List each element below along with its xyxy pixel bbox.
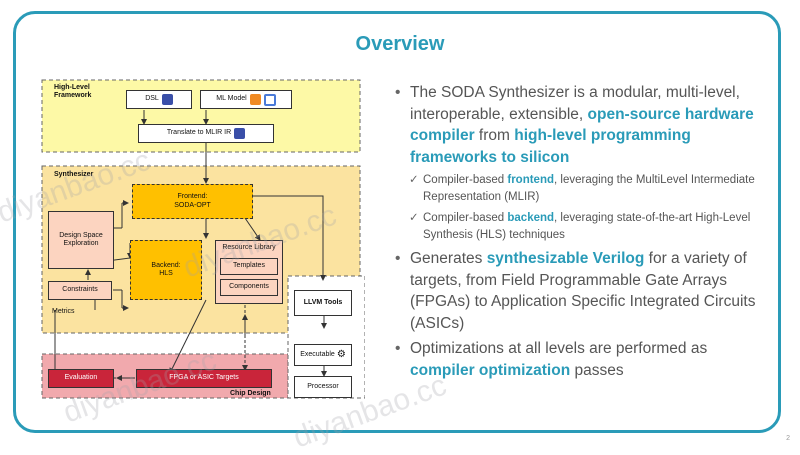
constraints-label: Constraints: [62, 286, 98, 294]
dse-subtitle: Exploration: [63, 240, 99, 247]
sub-bullet-2: ✓ Compiler-based backend, leveraging sta…: [395, 210, 775, 243]
sub-bullet-1-highlight: frontend: [507, 174, 555, 186]
sub-bullet-1-text-a: Compiler-based: [423, 174, 508, 186]
evaluation-label: Evaluation: [64, 374, 98, 382]
ml-model-label: ML Model: [216, 95, 247, 103]
check-icon: ✓: [409, 212, 419, 224]
frontend-title: Frontend:: [177, 193, 208, 201]
templates-label: Templates: [233, 262, 265, 270]
bullet-1-text-b: from: [474, 127, 515, 144]
evaluation-box: Evaluation: [48, 369, 114, 388]
sub-bullet-2-text-a: Compiler-based: [423, 212, 508, 224]
backend-box: Backend: HLS: [130, 240, 202, 300]
executable-label: Executable: [300, 350, 335, 358]
bullet-3-text-b: passes: [570, 361, 624, 379]
templates-box: Templates: [220, 258, 278, 275]
components-label: Components: [229, 283, 269, 291]
executable-box: Executable ⚙: [294, 344, 352, 366]
dsl-label: DSL: [145, 95, 159, 103]
bullet-2-highlight: synthesizable Verilog: [486, 250, 645, 267]
bullet-1-highlight-a: open-source hardware compiler: [410, 105, 754, 145]
sub-bullet-2-text-b: , leveraging state-of-the-art High-Level…: [423, 212, 751, 241]
backend-title: Backend:: [151, 261, 181, 269]
dse-box: Design Space Exploration: [48, 211, 114, 269]
bullet-1-text-a: The SODA Synthesizer is a modular, multi…: [410, 84, 740, 123]
llvm-tools-box: LLVM Tools: [294, 290, 352, 316]
bullet-1: The SODA Synthesizer is a modular, multi…: [395, 82, 775, 168]
sub-bullet-1-text-b: , leveraging the MultiLevel Intermediate…: [423, 174, 755, 203]
metrics-label: Metrics: [52, 308, 75, 315]
resource-library-label: Resource Library: [222, 244, 276, 251]
chip-design-label: Chip Design: [230, 390, 271, 397]
dse-title: Design Space: [59, 231, 103, 239]
onnx-icon: [263, 93, 276, 106]
constraints-box: Constraints: [48, 281, 112, 300]
tensorflow-icon: [249, 94, 261, 105]
slide-frame: [13, 11, 781, 433]
bullet-3-text-a: Optimizations at all levels are performe…: [410, 340, 708, 357]
targets-label: FPGA or ASIC Targets: [169, 374, 239, 382]
page-number: 2: [786, 435, 790, 442]
bullet-1-highlight-b: high-level programming frameworks to sil…: [410, 127, 691, 166]
bullet-3: Optimizations at all levels are performe…: [395, 338, 775, 381]
frontend-subtitle: SODA-OPT: [174, 201, 211, 209]
soda-architecture-diagram: High-Level Framework DSL ML Model Transl…: [40, 78, 365, 400]
high-level-framework-label: High-Level Framework: [54, 84, 92, 100]
llvm-tools-label: LLVM Tools: [303, 298, 343, 306]
processor-label: Processor: [307, 382, 339, 390]
slide-title: Overview: [355, 33, 445, 55]
dsl-box: DSL: [126, 90, 192, 109]
bullet-2-text-a: Generates: [410, 250, 487, 267]
bullet-2-text-b: for a variety of targets, from Field Pro…: [410, 250, 756, 332]
sub-bullet-2-highlight: backend: [507, 212, 555, 224]
bullet-list: The SODA Synthesizer is a modular, multi…: [395, 82, 775, 385]
bullet-2: Generates synthesizable Verilog for a va…: [395, 248, 775, 334]
check-icon: ✓: [409, 174, 419, 186]
translate-mlir-box: Translate to MLIR IR: [138, 124, 274, 143]
synthesizer-label: Synthesizer: [54, 171, 94, 178]
ml-model-box: ML Model: [200, 90, 292, 109]
translate-label: Translate to MLIR IR: [166, 129, 232, 137]
dsl-logo-icon: [161, 94, 173, 105]
sub-bullet-1: ✓ Compiler-based frontend, leveraging th…: [395, 172, 775, 205]
processor-box: Processor: [294, 376, 352, 398]
targets-box: FPGA or ASIC Targets: [136, 369, 272, 388]
backend-subtitle: HLS: [159, 270, 173, 277]
mlir-logo-icon: [234, 128, 246, 139]
bullet-3-highlight: compiler optimization: [410, 361, 571, 379]
frontend-box: Frontend: SODA-OPT: [132, 184, 253, 219]
gear-icon: ⚙: [336, 349, 346, 361]
components-box: Components: [220, 279, 278, 296]
